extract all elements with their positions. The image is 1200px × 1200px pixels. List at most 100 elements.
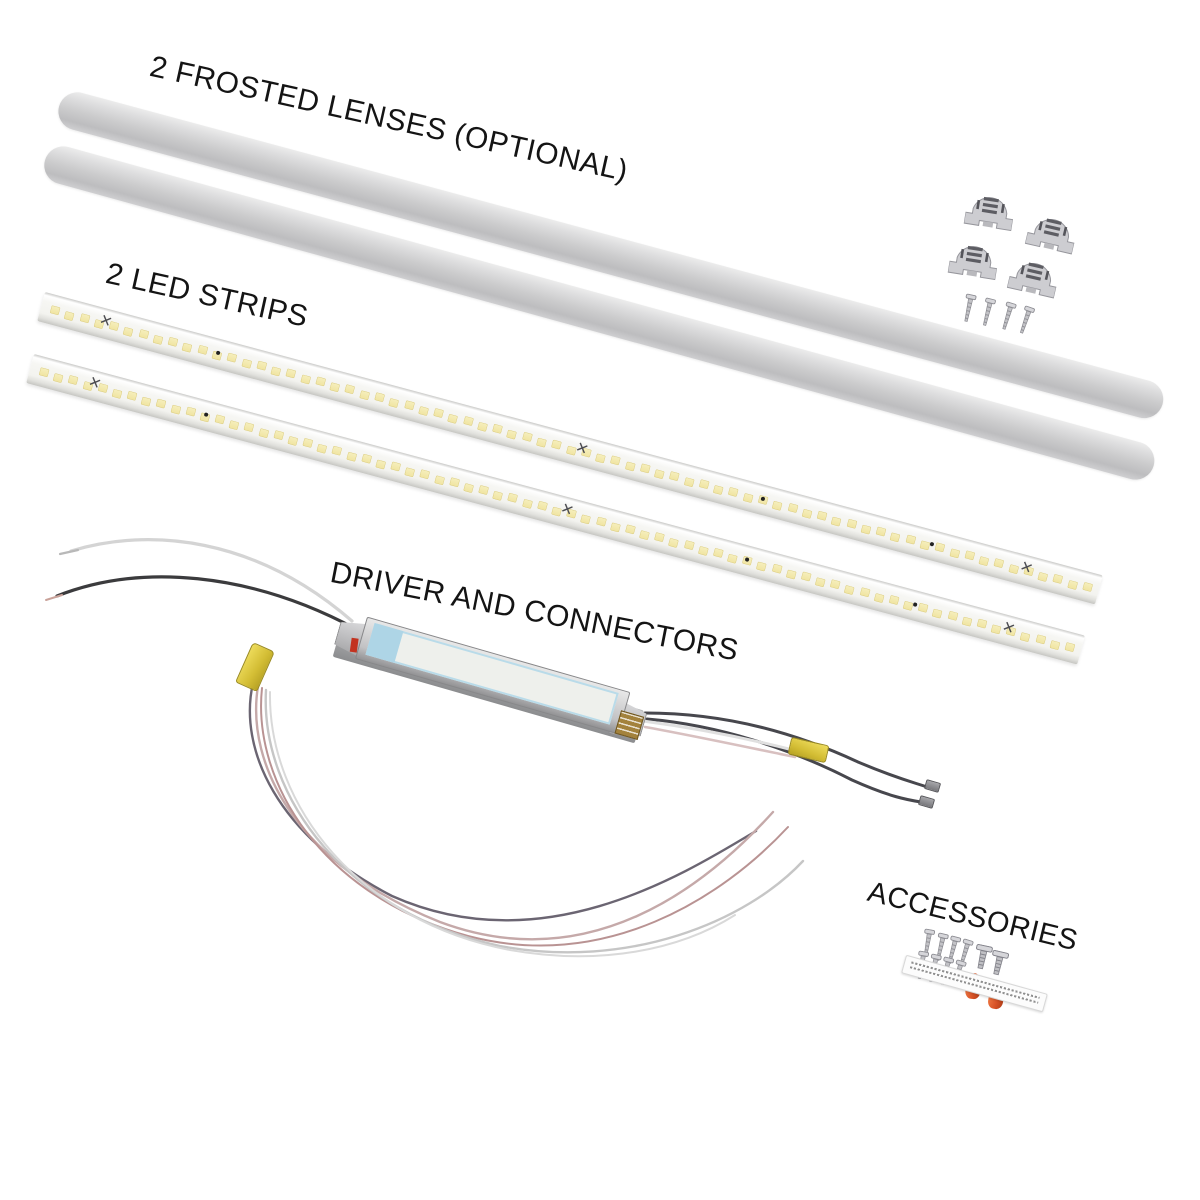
led-chip (683, 540, 695, 551)
led-chip (287, 435, 299, 446)
led-chip (846, 519, 857, 530)
led-chip (152, 334, 164, 345)
accessory-screw-large (972, 944, 994, 972)
led-chip (772, 500, 783, 511)
led-chip (403, 400, 415, 411)
led-chip (816, 511, 828, 522)
led-chip (375, 459, 387, 470)
accessory-screw-small (955, 938, 974, 970)
led-chip (1037, 571, 1049, 582)
led-chip (315, 376, 326, 387)
led-chip (359, 389, 370, 400)
lens-clip (1006, 250, 1063, 304)
led-chip (669, 471, 680, 482)
led-chip (787, 503, 798, 514)
led-chip (1067, 579, 1078, 590)
led-chip (64, 310, 75, 321)
led-chip (1052, 574, 1064, 585)
led-chip (697, 545, 709, 556)
led-chip (801, 508, 813, 519)
led-chip (756, 561, 768, 572)
input-wire-black (55, 575, 358, 631)
led-chip (111, 388, 123, 399)
led-chip (521, 432, 533, 443)
led-chip (197, 345, 208, 356)
led-chip (683, 476, 695, 487)
strip-mounting-hole (929, 541, 935, 547)
output-wire-dark-1 (643, 711, 929, 789)
output-wire-pink (643, 725, 797, 759)
harness-wire-gray (264, 688, 805, 954)
led-chip (182, 342, 193, 353)
led-chip (52, 372, 64, 383)
led-chip (433, 408, 444, 419)
led-chip (170, 404, 181, 415)
led-chip (993, 558, 1005, 569)
led-chip (478, 485, 490, 496)
led-chip (875, 526, 887, 537)
led-chip (123, 326, 134, 337)
led-chip (492, 490, 504, 501)
led-chip (447, 413, 459, 424)
led-chip (624, 524, 636, 535)
clip-screw (960, 293, 977, 325)
led-chip (771, 563, 783, 574)
yellow-wire-connector-2 (787, 736, 830, 764)
led-chip (388, 397, 400, 408)
led-chip (346, 451, 357, 462)
led-chip (506, 429, 518, 440)
led-chip (961, 616, 973, 627)
led-chip (448, 477, 460, 488)
led-chip (639, 529, 650, 540)
accessory-screw-small (919, 928, 936, 959)
led-chip (844, 584, 856, 595)
led-chip (949, 547, 960, 558)
led-chip (258, 427, 269, 438)
led-chip (1035, 634, 1046, 645)
led-chip (374, 392, 385, 403)
led-chip (331, 446, 343, 457)
output-wire-dark-2 (645, 717, 923, 804)
led-chip (463, 482, 475, 493)
led-chip (419, 469, 431, 480)
led-chip (241, 358, 252, 369)
led-chip (418, 405, 429, 416)
led-chip (1064, 642, 1076, 653)
led-chip (595, 516, 607, 527)
led-chip (344, 384, 356, 395)
input-wire-black-tip (45, 594, 63, 601)
led-chip (713, 484, 724, 495)
clip-screw (1015, 305, 1035, 337)
led-chip (873, 592, 885, 603)
led-chip (610, 455, 621, 466)
led-chip (654, 532, 665, 543)
led-chip (404, 466, 416, 477)
led-chip (1020, 631, 1031, 642)
led-chip (919, 539, 931, 551)
clip-screw (998, 301, 1017, 333)
led-chip (815, 576, 826, 587)
lens-clip (947, 235, 1001, 286)
harness-wire-pink (254, 684, 775, 941)
led-chip (742, 492, 754, 503)
led-chip (595, 452, 606, 464)
wire-ferrule-2 (917, 795, 936, 809)
led-chip (256, 360, 267, 371)
led-chip (67, 375, 79, 386)
led-chip (668, 537, 680, 548)
led-chip (654, 468, 665, 479)
yellow-wire-connector-1 (235, 642, 275, 692)
lens-clip (1024, 206, 1081, 260)
led-chip (934, 542, 946, 553)
led-chip (126, 391, 138, 402)
led-chip (698, 479, 710, 490)
led-chip (273, 430, 284, 441)
led-chip (536, 501, 548, 512)
led-chip (185, 406, 196, 417)
led-chip (785, 569, 797, 580)
led-chip (329, 381, 341, 392)
led-chip (976, 618, 988, 629)
led-chip (964, 550, 975, 561)
led-chip (316, 443, 328, 454)
